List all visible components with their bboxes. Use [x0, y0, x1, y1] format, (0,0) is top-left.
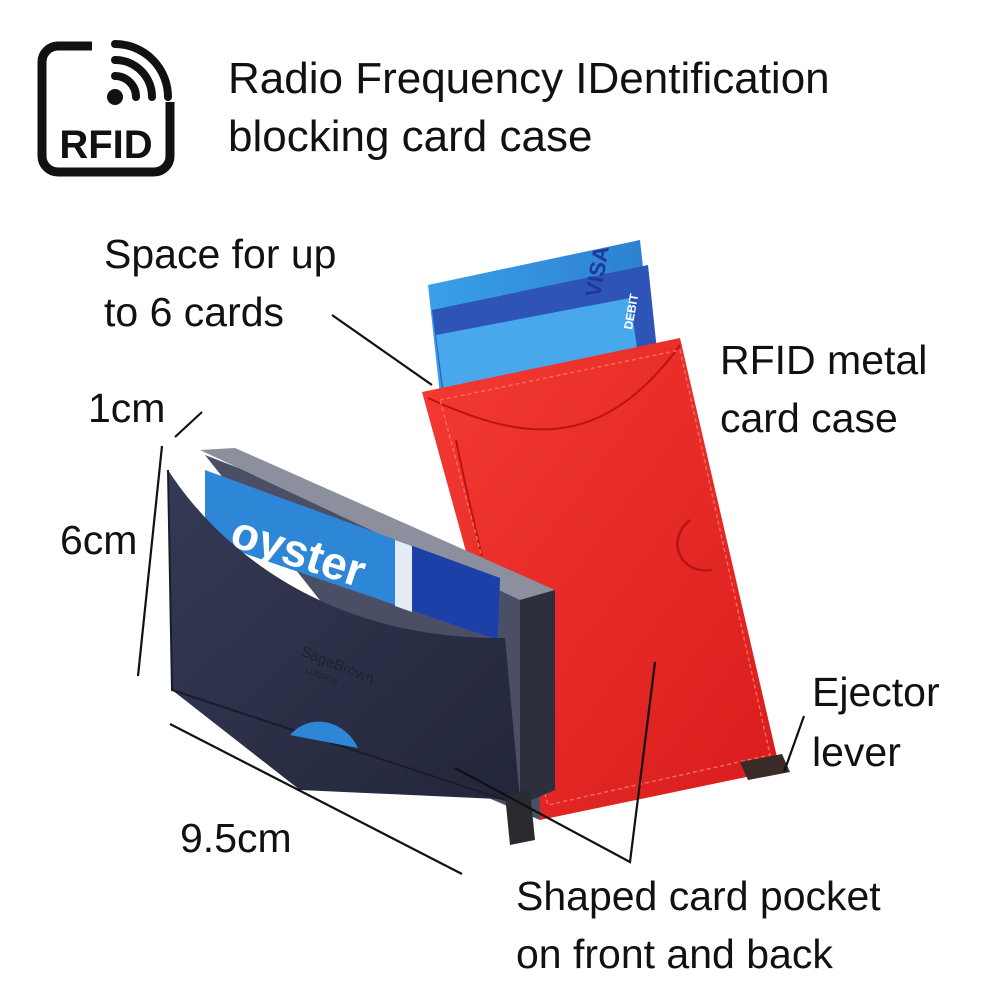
- pocket-leader-line: [454, 661, 657, 864]
- depth-dimension-line: [174, 411, 203, 438]
- width-dimension-line: [169, 723, 463, 875]
- ejector-leader-line: [782, 715, 806, 773]
- cards-label-line-2: to 6 cards: [104, 289, 285, 335]
- height-dimension-line: [136, 445, 164, 677]
- rfid-badge: RFID: [37, 36, 178, 177]
- metal-case-label-line-1: RFID metal: [720, 337, 928, 383]
- pocket-label-line-1: Shaped card pocket: [516, 873, 881, 919]
- ejector-label-line-1: Ejector: [812, 669, 940, 715]
- rfid-wave-icon: [107, 40, 172, 105]
- pocket-label-line-2: on front and back: [516, 931, 833, 977]
- cards-label-line-1: Space for up: [104, 231, 337, 277]
- depth-label: 1cm: [88, 385, 166, 431]
- height-label: 6cm: [60, 517, 138, 563]
- title-line-2: blocking card case: [228, 112, 593, 161]
- metal-case-label-line-2: card case: [720, 395, 898, 441]
- cards-leader-line: [331, 314, 433, 386]
- ejector-label-line-2: lever: [812, 729, 901, 775]
- rfid-badge-label: RFID: [59, 123, 152, 167]
- title-line-1: Radio Frequency IDentification: [228, 54, 830, 103]
- card-type-label: DEBIT: [621, 292, 641, 331]
- leader-lines: [136, 314, 806, 875]
- ejector-lever: [740, 754, 790, 780]
- red-card-case: VISA DEBIT: [422, 240, 790, 820]
- width-label: 9.5cm: [180, 815, 292, 861]
